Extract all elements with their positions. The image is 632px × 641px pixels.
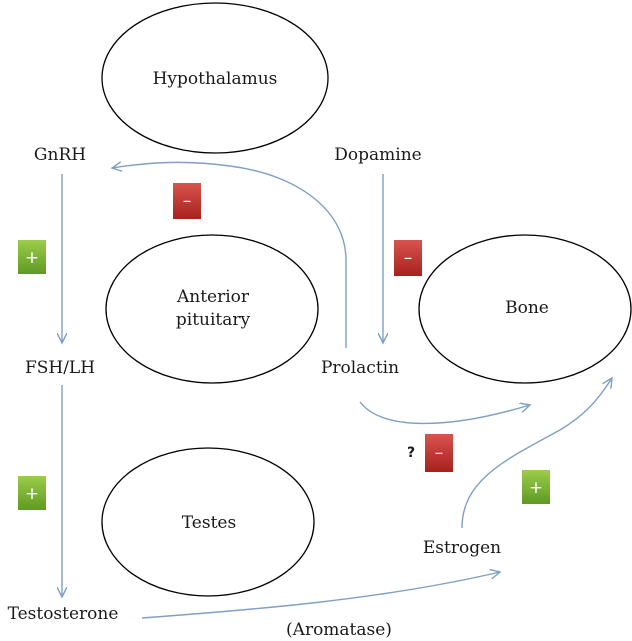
svg-text:–: – xyxy=(404,248,413,268)
prolactin-gnrh-inhibition-badge: – xyxy=(173,183,201,219)
estrogen-label: Estrogen xyxy=(423,538,501,558)
svg-text:+: + xyxy=(25,248,39,268)
testes-ellipse xyxy=(101,447,315,597)
anterior-pituitary-ellipse xyxy=(105,234,319,384)
anterior-pituitary-label-line1: Anterior xyxy=(176,287,250,307)
estrogen-stimulation-badge: + xyxy=(522,470,550,504)
aromatase-label: (Aromatase) xyxy=(286,620,392,640)
prolactin-bone-inhibition-badge: – xyxy=(425,434,453,472)
fsh-lh-label: FSH/LH xyxy=(25,358,95,378)
testosterone-label: Testosterone xyxy=(8,604,119,624)
prolactin-to-gnrh-arrow xyxy=(112,162,347,348)
estrogen-to-bone-arrow xyxy=(461,378,612,529)
svg-text:–: – xyxy=(183,191,192,211)
bone-label: Bone xyxy=(505,298,549,318)
hypothalamus-ellipse xyxy=(101,2,329,154)
prolactin-label: Prolactin xyxy=(321,358,399,378)
svg-text:+: + xyxy=(25,484,39,504)
testosterone-to-estrogen-arrow xyxy=(141,572,500,619)
bone-ellipse xyxy=(418,234,632,384)
fsh-lh-stimulation-badge: + xyxy=(18,476,46,510)
prolactin-to-bone-arrow xyxy=(359,401,530,425)
svg-text:+: + xyxy=(529,478,543,498)
uncertain-effect-question-mark: ? xyxy=(407,445,415,461)
dopamine-inhibition-badge: – xyxy=(394,240,422,276)
testes-label: Testes xyxy=(182,513,236,533)
gnrh-label: GnRH xyxy=(34,145,86,165)
gnrh-stimulation-badge: + xyxy=(18,240,46,274)
svg-text:–: – xyxy=(435,443,444,463)
hypothalamus-label: Hypothalamus xyxy=(153,69,278,89)
anterior-pituitary-label-line2: pituitary xyxy=(176,310,251,330)
dopamine-label: Dopamine xyxy=(334,145,421,165)
